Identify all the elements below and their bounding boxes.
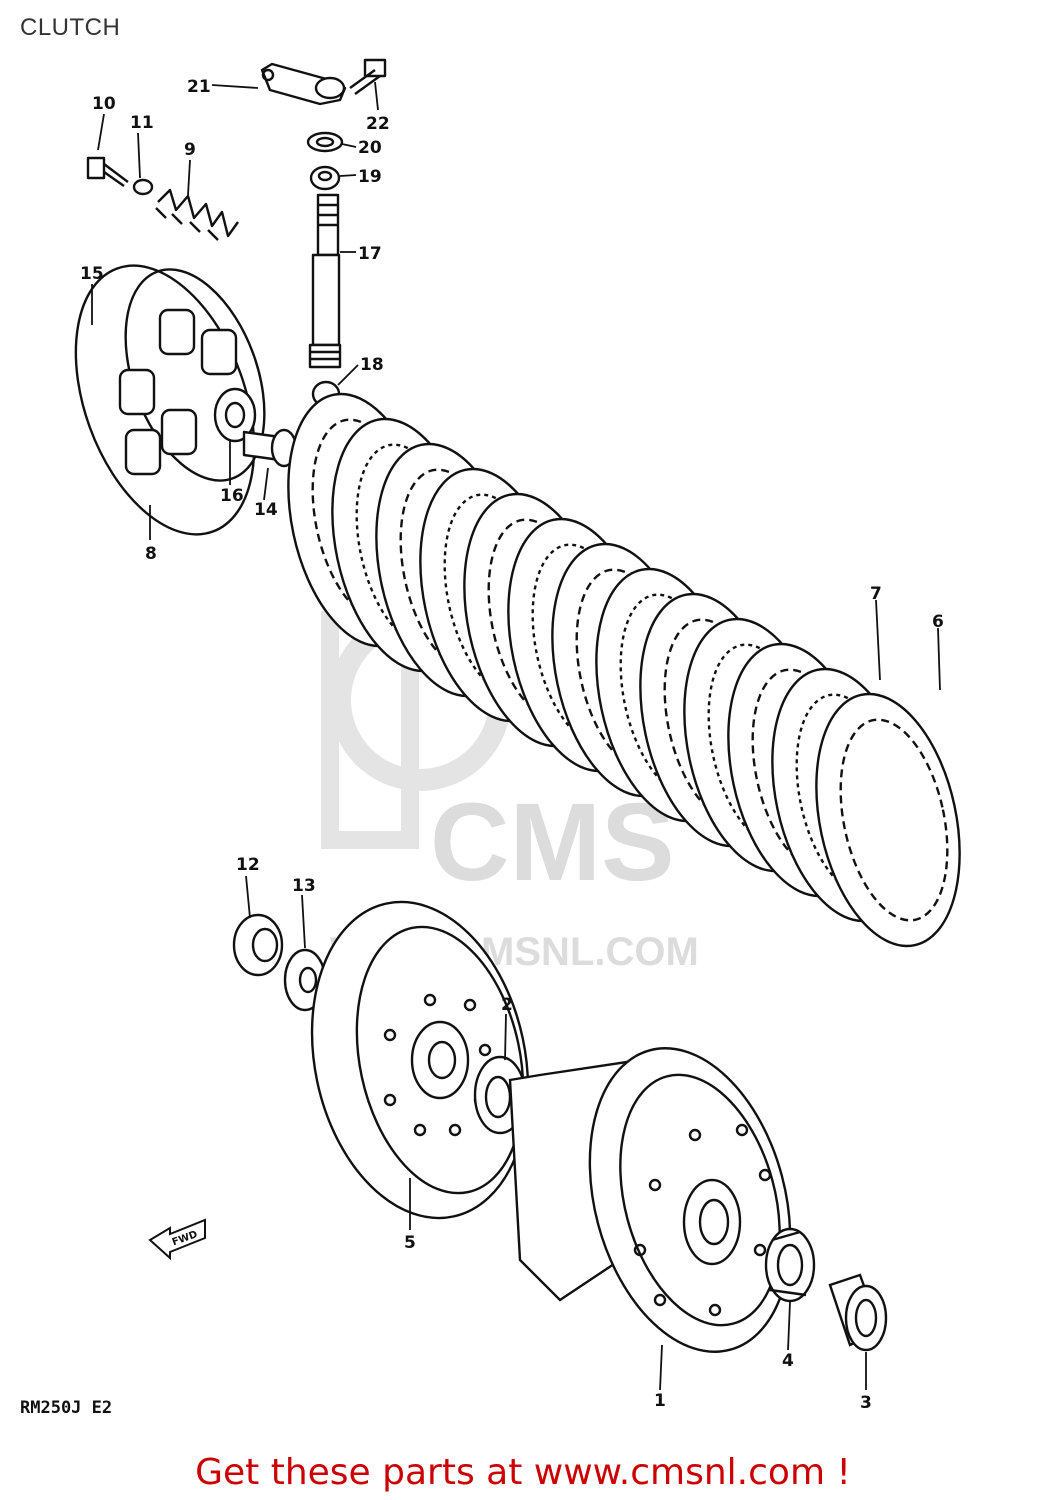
model-code: RM250J E2 (20, 1398, 112, 1418)
spring-bolt (86, 156, 129, 187)
part-label-18: 18 (360, 355, 384, 375)
clutch-sleeve-hub (310, 900, 530, 1220)
part-label-17: 17 (358, 244, 382, 264)
clutch-spring (155, 188, 239, 241)
part-label-14: 14 (254, 500, 278, 520)
hub-nut (232, 913, 284, 977)
primary-driven-gear-assy (508, 1047, 792, 1353)
part-label-7: 7 (870, 584, 882, 604)
friction-plate (815, 692, 961, 948)
promo-link[interactable]: Get these parts at www.cmsnl.com ! (195, 1452, 851, 1493)
page-title: CLUTCH (20, 14, 121, 41)
part-label-9: 9 (184, 140, 196, 160)
lever-bolt (349, 58, 387, 95)
watermark-brand: CMS (430, 781, 674, 904)
part-label-16: 16 (220, 486, 244, 506)
part-label-5: 5 (404, 1233, 416, 1253)
promo-banner: Get these parts at www.cmsnl.com ! (0, 1452, 1046, 1493)
part-label-15: 15 (80, 264, 104, 284)
part-label-22: 22 (366, 114, 390, 134)
leader-lines (91, 81, 941, 1391)
part-label-3: 3 (860, 1393, 872, 1413)
part-label-11: 11 (130, 113, 154, 133)
oil-seal (306, 131, 344, 153)
bearing (309, 165, 341, 191)
part-label-10: 10 (92, 94, 116, 114)
release-camshaft (308, 193, 342, 369)
part-label-13: 13 (292, 876, 316, 896)
fwd-arrow (148, 1218, 206, 1261)
release-lever (260, 62, 347, 106)
washer (132, 178, 154, 196)
part-label-1: 1 (654, 1391, 666, 1411)
part-label-8: 8 (145, 544, 157, 564)
part-label-4: 4 (782, 1351, 794, 1371)
part-label-21: 21 (187, 77, 211, 97)
part-label-20: 20 (358, 138, 382, 158)
part-label-6: 6 (932, 612, 944, 632)
part-label-2: 2 (501, 995, 513, 1015)
clutch-plate-stack (287, 392, 961, 948)
part-label-12: 12 (236, 855, 260, 875)
needle-bearing (764, 1227, 816, 1303)
spacer (828, 1273, 888, 1352)
pressure-plate (74, 264, 266, 536)
part-label-19: 19 (358, 167, 382, 187)
